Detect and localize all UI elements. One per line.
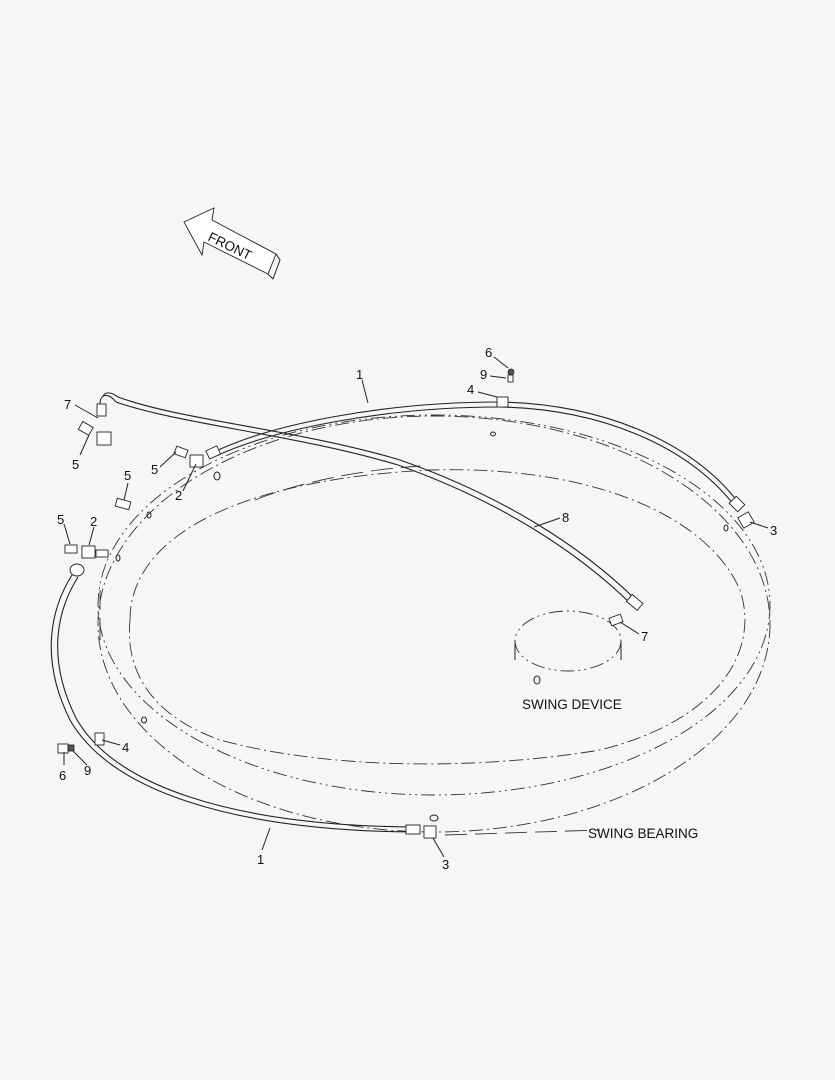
callout-9-top: 9 [480, 367, 487, 382]
grease-pipe-lower [50, 563, 421, 835]
callout-1-bottom: 1 [257, 852, 264, 867]
swing-bearing-outline [97, 414, 771, 836]
callout-1-top: 1 [356, 367, 363, 382]
swing-device: SWING DEVICE [514, 610, 622, 712]
callout-3-bottom: 3 [442, 857, 449, 872]
fittings [57, 368, 755, 839]
callout-2-upper: 2 [175, 488, 182, 503]
leader-lines [63, 356, 769, 858]
callout-4-lower: 4 [122, 740, 129, 755]
callout-6-top: 6 [485, 345, 492, 360]
grease-pipe-upper [205, 401, 746, 513]
callout-2-lower: 2 [90, 514, 97, 529]
callout-5-upper-left: 5 [72, 457, 79, 472]
callout-7-device: 7 [641, 629, 648, 644]
swing-device-label: SWING DEVICE [522, 697, 622, 712]
callout-6-lower: 6 [59, 768, 66, 783]
callout-4-top: 4 [467, 382, 474, 397]
swing-bearing-label: SWING BEARING [588, 826, 698, 841]
callout-5-mid: 5 [124, 468, 131, 483]
callout-5-lower-left: 5 [57, 512, 64, 527]
front-arrow: FRONT [183, 207, 281, 280]
callout-3-right: 3 [770, 523, 777, 538]
callout-7-left: 7 [64, 397, 71, 412]
callout-labels: 1 6 9 4 7 5 5 5 2 5 2 8 3 7 4 6 9 1 3 [57, 345, 777, 872]
callout-5-tee: 5 [151, 462, 158, 477]
callout-9-lower: 9 [84, 763, 91, 778]
grease-pipe-8 [96, 392, 644, 611]
callout-8: 8 [562, 510, 569, 525]
